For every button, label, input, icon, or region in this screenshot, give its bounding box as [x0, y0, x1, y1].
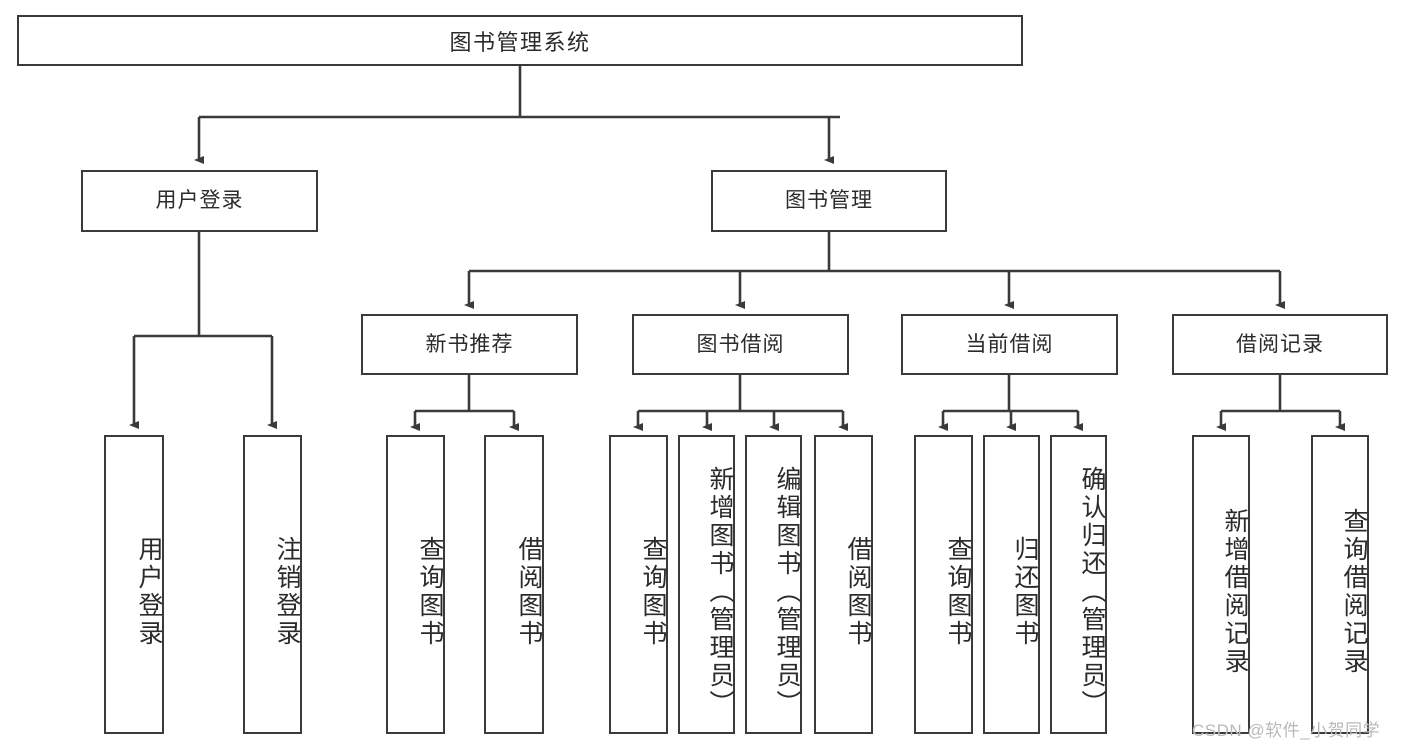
leaf-query-book-recommend-label: 查询图书: [416, 535, 444, 648]
node-book-borrow-label: 图书借阅: [696, 332, 785, 356]
leaf-borrow-book-recommend-label: 借阅图书: [515, 535, 543, 648]
node-new-book-recommend-label: 新书推荐: [425, 332, 514, 356]
node-root[interactable]: 图书管理系统: [17, 15, 1023, 66]
leaf-logout[interactable]: 注销登录: [243, 435, 302, 734]
node-book-management[interactable]: 图书管理: [711, 170, 947, 232]
csdn-watermark: CSDN @软件_小贺同学: [1192, 721, 1381, 740]
leaf-query-book-borrow[interactable]: 查询图书: [609, 435, 668, 734]
node-book-borrow[interactable]: 图书借阅: [632, 314, 849, 375]
leaf-add-borrow-record-label: 新增借阅记录: [1221, 507, 1249, 676]
node-borrow-record-label: 借阅记录: [1236, 332, 1324, 356]
leaf-confirm-return-admin[interactable]: 确认归还（管理员）: [1050, 435, 1107, 734]
node-book-management-label: 图书管理: [785, 189, 873, 213]
leaf-query-borrow-record-label: 查询借阅记录: [1340, 507, 1368, 676]
node-root-label: 图书管理系统: [449, 29, 591, 55]
leaf-query-book-current-label: 查询图书: [944, 535, 972, 648]
node-user-login[interactable]: 用户登录: [81, 170, 318, 232]
leaf-return-book[interactable]: 归还图书: [983, 435, 1040, 734]
leaf-edit-book-admin[interactable]: 编辑图书（管理员）: [745, 435, 802, 734]
leaf-confirm-return-admin-label: 确认归还（管理员）: [1078, 465, 1106, 718]
node-current-borrow-label: 当前借阅: [965, 332, 1054, 356]
node-user-login-label: 用户登录: [155, 189, 244, 213]
leaf-logout-label: 注销登录: [273, 535, 301, 648]
leaf-user-login[interactable]: 用户登录: [104, 435, 164, 734]
leaf-add-book-admin[interactable]: 新增图书（管理员）: [678, 435, 735, 734]
node-new-book-recommend[interactable]: 新书推荐: [361, 314, 578, 375]
leaf-add-borrow-record[interactable]: 新增借阅记录: [1192, 435, 1250, 734]
leaf-borrow-book[interactable]: 借阅图书: [814, 435, 873, 734]
leaf-return-book-label: 归还图书: [1011, 535, 1039, 648]
leaf-query-book-recommend[interactable]: 查询图书: [386, 435, 445, 734]
node-borrow-record[interactable]: 借阅记录: [1172, 314, 1388, 375]
leaf-query-book-borrow-label: 查询图书: [639, 535, 667, 648]
leaf-add-book-admin-label: 新增图书（管理员）: [706, 465, 734, 718]
leaf-query-borrow-record[interactable]: 查询借阅记录: [1311, 435, 1369, 734]
leaf-borrow-book-label: 借阅图书: [844, 535, 872, 648]
leaf-query-book-current[interactable]: 查询图书: [914, 435, 973, 734]
node-current-borrow[interactable]: 当前借阅: [901, 314, 1118, 375]
leaf-edit-book-admin-label: 编辑图书（管理员）: [773, 465, 801, 718]
leaf-borrow-book-recommend[interactable]: 借阅图书: [484, 435, 544, 734]
leaf-user-login-label: 用户登录: [135, 535, 163, 648]
